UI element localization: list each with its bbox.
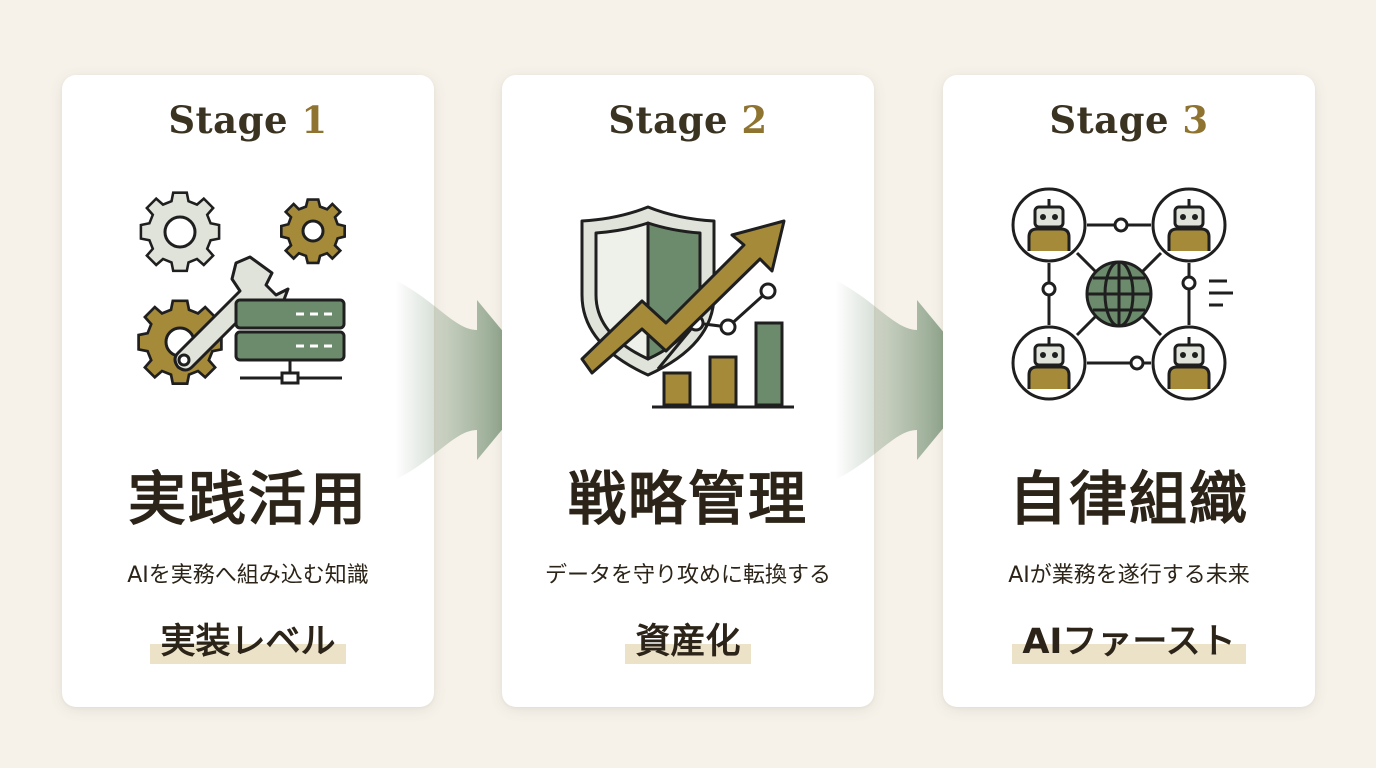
stage-card-2: Stage 2 xyxy=(502,75,874,707)
stage-heading: Stage 3 xyxy=(943,98,1315,142)
stage-card-1: Stage 1 xyxy=(62,75,434,707)
stage-tag: AIファースト xyxy=(1012,620,1246,664)
stage-word: Stage xyxy=(1049,98,1170,142)
stage-number: 2 xyxy=(741,98,768,142)
stage-tag: 実装レベル xyxy=(150,620,346,664)
stage-subtitle: AIが業務を遂行する未来 xyxy=(1008,563,1250,588)
arrow-right-icon xyxy=(395,270,545,490)
stage-card-3: Stage 3 xyxy=(943,75,1315,707)
stage-tag: 資産化 xyxy=(625,620,751,664)
stage-heading: Stage 1 xyxy=(62,98,434,142)
stage-title: 戦略管理 xyxy=(567,465,808,533)
stage-subtitle: データを守り攻めに転換する xyxy=(544,563,831,588)
stage-heading: Stage 2 xyxy=(502,98,874,142)
stage-title: 実践活用 xyxy=(127,465,368,533)
shield-growth-chart-icon xyxy=(568,185,808,425)
stage-number: 1 xyxy=(301,98,328,142)
stage-subtitle: AIを実務へ組み込む知識 xyxy=(127,563,369,588)
stage-number: 3 xyxy=(1182,98,1209,142)
gears-wrench-server-icon xyxy=(128,185,368,425)
arrow-right-icon xyxy=(835,270,985,490)
stage-title: 自律組織 xyxy=(1008,465,1249,533)
stage-word: Stage xyxy=(168,98,289,142)
stage-word: Stage xyxy=(608,98,729,142)
robot-network-globe-icon xyxy=(1009,185,1249,425)
